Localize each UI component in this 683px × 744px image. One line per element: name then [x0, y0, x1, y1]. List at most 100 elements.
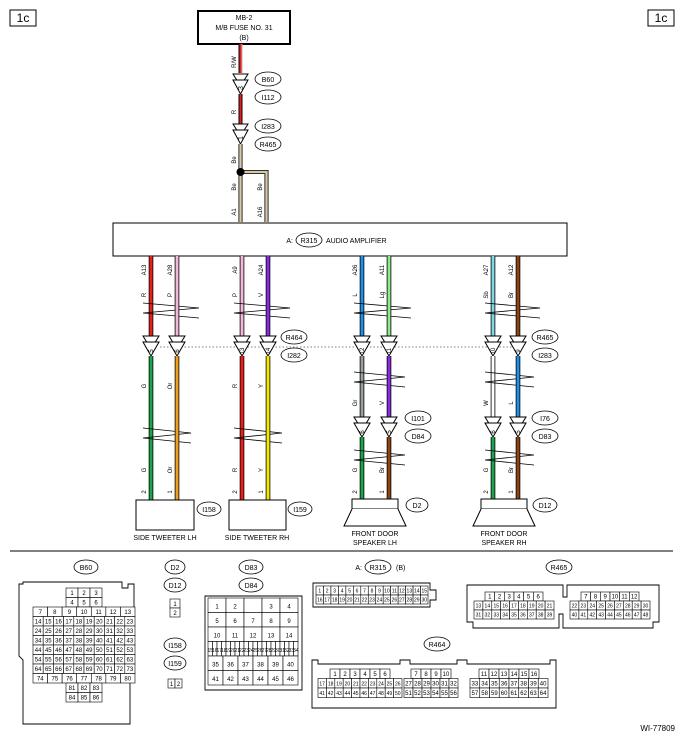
- r465-right-pins-pin: 46: [625, 612, 631, 618]
- mid-connector-5: [380, 335, 398, 358]
- b60-pins-pin: 44: [35, 648, 42, 654]
- connector-i283-pin: 1: [238, 136, 245, 140]
- b60-pins-pin: 14: [35, 619, 42, 625]
- b60-pins-pin: 4: [70, 600, 74, 606]
- d83-pins-pin: 38: [257, 662, 264, 668]
- end-pin-label-3: 1: [259, 490, 265, 494]
- r464-center-pins-pin: 53: [423, 691, 430, 697]
- connector-code-i112: I112: [261, 95, 274, 102]
- r464-left-pins-pin: 44: [345, 691, 351, 697]
- twist-mark-0: [142, 302, 200, 319]
- b60-pins-pin: 47: [65, 648, 72, 654]
- cv-code-b60: B60: [80, 565, 93, 572]
- r315-pins-pin: 5: [348, 588, 351, 594]
- r465-left-pins-pin: 20: [538, 603, 544, 609]
- b60-pins-pin: 83: [93, 686, 100, 692]
- r464-left-pins-pin: 6: [383, 672, 387, 678]
- r465-right-pins-pin: 30: [643, 603, 649, 609]
- wire-lower-label-2: R: [233, 383, 239, 388]
- r464-right-pins-pin: 63: [530, 691, 537, 697]
- connector-i283-r465: 1 I283 R465: [232, 118, 282, 152]
- label-front-door-rh-1: FRONT DOOR: [481, 531, 528, 538]
- pin-label-a13: A13: [142, 264, 148, 275]
- twist-mark-mid-6: [484, 371, 535, 388]
- d83-pins-pin: 11: [232, 633, 239, 639]
- twist-mark-6: [484, 302, 541, 319]
- r464-center-pins-pin: 29: [423, 681, 430, 687]
- r315-pins-pin: 6: [356, 588, 359, 594]
- r464-right-pins-cell: [537, 687, 549, 698]
- connector-code-b60: B60: [262, 77, 275, 84]
- r464-left-pins-pin: 17: [319, 681, 325, 687]
- connector-b60-pin: 3: [238, 86, 245, 90]
- twist-mark-low-6: [484, 449, 535, 466]
- cv-code-r464: R464: [429, 642, 446, 649]
- r465-right-pins-pin: 27: [616, 603, 622, 609]
- r465-right-pins-pin: 42: [589, 612, 595, 618]
- wire-lower-label-1: Or: [168, 383, 174, 390]
- r464-center-pins-pin: 32: [450, 681, 457, 687]
- b60-pins-pin: 61: [106, 657, 113, 663]
- code-i158: I158: [202, 507, 216, 514]
- end-pin-label-4: 2: [353, 490, 359, 494]
- b60-pins-pin: 39: [86, 638, 93, 644]
- i158-pins-pin: 1: [170, 682, 174, 688]
- end-pin-label-1: 1: [168, 490, 174, 494]
- door-connector-codes-rh: I76 D83: [531, 410, 559, 444]
- r465-right-pins-pin: 9: [603, 594, 607, 600]
- r465-left-pins-pin: 36: [520, 612, 526, 618]
- b60-pins-pin: 36: [55, 638, 62, 644]
- b60-pins-pin: 40: [96, 638, 103, 644]
- code-r465: R465: [537, 335, 554, 342]
- b60-pins-pin: 2: [82, 591, 86, 597]
- d83-pins-pin: 4: [287, 604, 291, 610]
- r464-center-pins-pin: 10: [443, 672, 450, 678]
- amplifier-prefix: A:: [286, 238, 293, 245]
- figure-id: WI-77809: [640, 724, 675, 733]
- wire-upper-label-0: R: [142, 292, 148, 297]
- mid-connector-codes-right: R465 I283: [531, 329, 559, 363]
- code-i282: I282: [287, 353, 301, 360]
- d83-pins-pin: 12: [250, 633, 257, 639]
- b60-pins-pin: 3: [94, 591, 98, 597]
- fuse-line1: MB-2: [236, 15, 253, 22]
- b60-pins-pin: 62: [116, 657, 123, 663]
- r465-left-pins-pin: 32: [485, 612, 491, 618]
- r464-center-pins-pin: 7: [414, 672, 418, 678]
- audio-amplifier: A: R315 AUDIO AMPLIFIER: [112, 222, 568, 257]
- door-connector-5: [380, 416, 398, 439]
- wire-upper-label-4: L: [353, 293, 359, 297]
- b60-pins-pin: 46: [55, 648, 62, 654]
- r465-right-pins-pin: 7: [584, 594, 588, 600]
- r464-right-pins-pin: 60: [501, 691, 508, 697]
- b60-pins-pin: 37: [65, 638, 72, 644]
- pin-label-a26: A26: [353, 264, 359, 275]
- pin-label-a12: A12: [509, 264, 515, 275]
- d83-pins-pin: 22: [239, 648, 245, 654]
- b60-pins-pin: 34: [35, 638, 42, 644]
- r465-right-pins-pin: 43: [598, 612, 604, 618]
- r465-left-pins-pin: 33: [493, 612, 499, 618]
- r464-left-pins-pin: 43: [336, 691, 342, 697]
- r464-left-pins-pin: 5: [373, 672, 377, 678]
- r464-left-pins-pin: 2: [343, 672, 347, 678]
- d83-pins-pin: 30: [275, 648, 281, 654]
- r464-left-pins-pin: 48: [378, 691, 384, 697]
- b60-pins-pin: 16: [55, 619, 62, 625]
- r465-left-pins-pin: 39: [547, 612, 553, 618]
- r315-pins-pin: 28: [407, 597, 413, 603]
- r464-left-pins-pin: 18: [328, 681, 334, 687]
- b60-pins-pin: 8: [53, 610, 57, 616]
- r464-center-pins-pin: 31: [441, 681, 448, 687]
- r464-right-pins-pin: 11: [481, 672, 488, 678]
- d83-pins-pin: 25: [252, 648, 258, 654]
- b60-pins-pin: 82: [81, 686, 88, 692]
- door-connector-pin-7: 5: [516, 430, 522, 434]
- b60-pins-pin: 25: [45, 629, 52, 635]
- b60-pins-pin: 84: [69, 695, 76, 701]
- b60-pins-pin: 27: [65, 629, 72, 635]
